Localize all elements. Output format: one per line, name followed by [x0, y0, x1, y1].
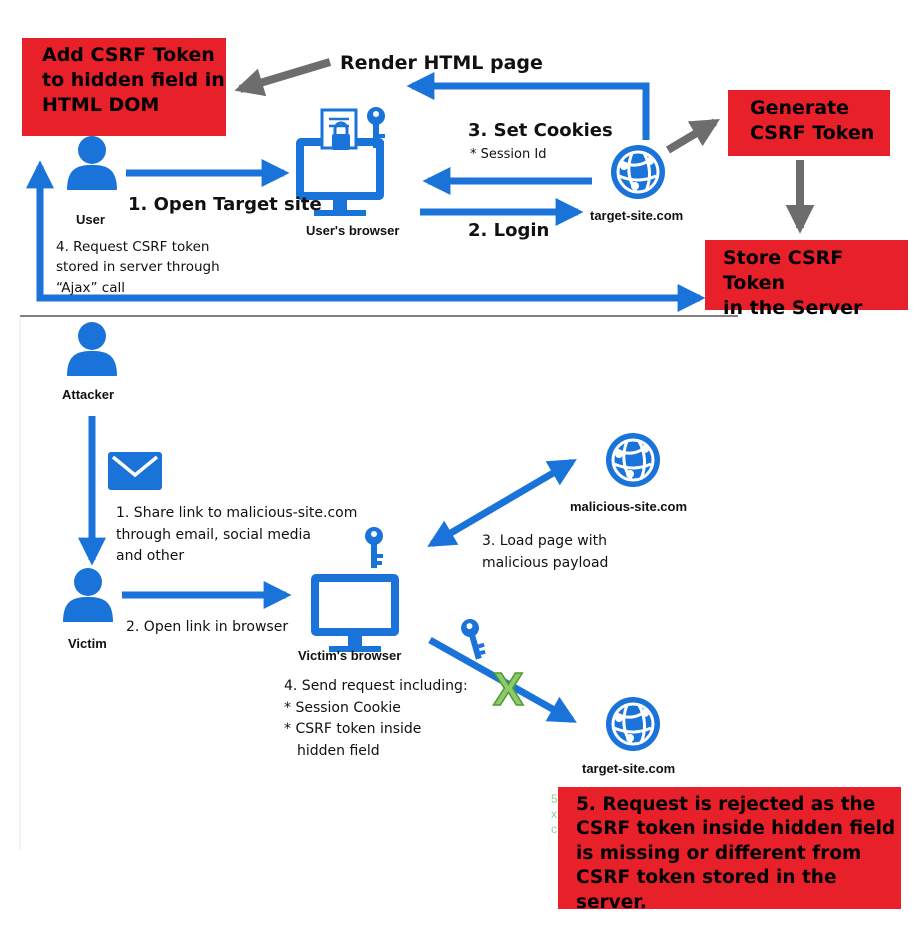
browser-monitor-icon	[311, 574, 399, 652]
victim-icon	[63, 568, 113, 622]
target-site-label: target-site.com	[590, 208, 684, 223]
key-icon	[458, 616, 488, 662]
user-label: User	[76, 212, 105, 227]
x-mark-icon: X	[492, 662, 525, 716]
request-rejected-box: 5. Request is rejected as the CSRF token…	[558, 787, 901, 913]
open-target-label: 1. Open Target site	[128, 194, 322, 215]
globe-server-icon	[604, 695, 662, 753]
target-site-label: target-site.com	[582, 761, 676, 776]
svg-text:5: 5	[551, 792, 558, 806]
arrow-render-to-dom	[234, 58, 332, 97]
document-lock-icon	[320, 108, 358, 150]
svg-text:x: x	[551, 807, 557, 821]
arrow-generate-token	[665, 118, 720, 154]
request-token-label: 4. Request CSRF token stored in server t…	[56, 239, 220, 296]
add-csrf-token-box: Add CSRF Token to hidden field in HTML D…	[22, 38, 226, 136]
open-link-label: 2. Open link in browser	[126, 619, 289, 635]
arrow-load-page	[427, 458, 577, 548]
arrow-ajax-request	[26, 160, 706, 312]
victim-label: Victim	[68, 636, 107, 651]
arrow-send-request	[428, 636, 577, 724]
generate-csrf-token-box: Generate CSRF Token	[728, 90, 890, 156]
arrow-render-html	[406, 72, 650, 140]
login-label: 2. Login	[468, 220, 550, 241]
envelope-icon	[108, 452, 162, 490]
load-page-label: 3. Load page with malicious payload	[482, 533, 609, 571]
key-icon	[365, 527, 383, 568]
render-html-label: Render HTML page	[340, 52, 543, 74]
victims-browser-label: Victim's browser	[298, 648, 402, 663]
share-link-label: 1. Share link to malicious-site.com thro…	[116, 505, 358, 565]
malicious-site-label: malicious-site.com	[570, 499, 688, 514]
session-id-label: * Session Id	[470, 147, 547, 162]
attacker-label: Attacker	[62, 387, 115, 402]
user-icon	[67, 136, 117, 190]
store-csrf-token-box: Store CSRF Token in the Server	[705, 240, 908, 319]
svg-text:X: X	[493, 663, 524, 715]
set-cookies-label: 3. Set Cookies	[468, 120, 613, 141]
users-browser-label: User's browser	[306, 223, 400, 238]
svg-text:c: c	[551, 822, 557, 836]
globe-server-icon	[609, 143, 667, 201]
send-request-label: 4. Send request including: * Session Coo…	[284, 678, 468, 760]
globe-server-icon	[604, 431, 662, 489]
attacker-icon	[67, 322, 117, 376]
